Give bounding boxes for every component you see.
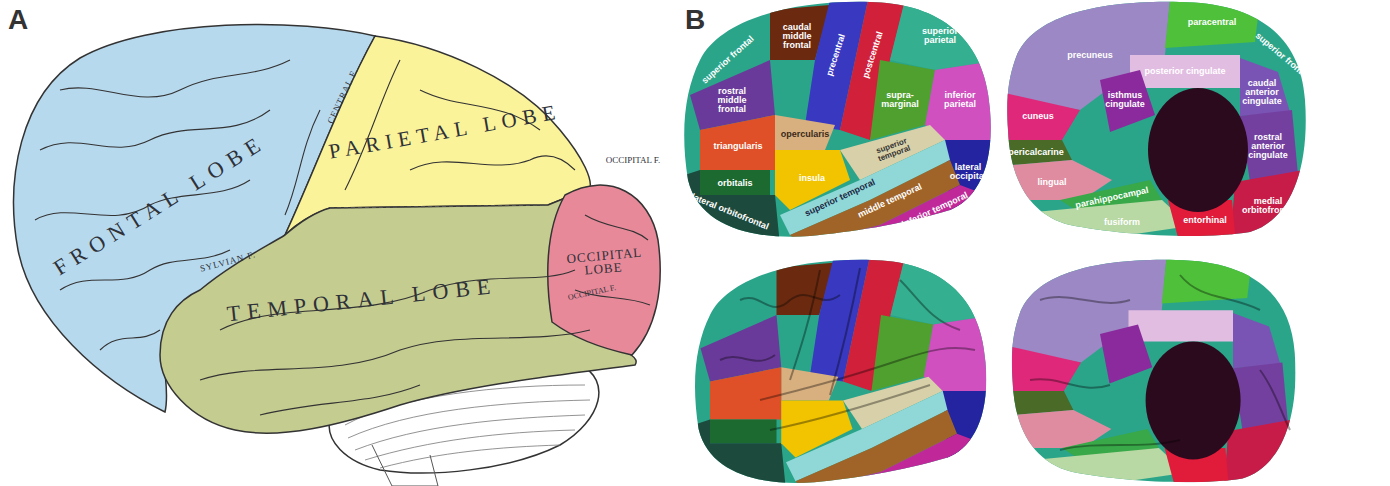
- lobe-illustration: [14, 24, 661, 486]
- fissure-name: SYLVIAN F.: [199, 250, 257, 274]
- region-name: rostral anterior cingulate: [1245, 133, 1291, 160]
- region-name: posterior cingulate: [1144, 67, 1225, 76]
- gyri-lines: [35, 60, 650, 415]
- region-name: paracentral: [1188, 18, 1237, 27]
- lobe-boundary: [330, 205, 548, 208]
- region-name: superior temporal: [869, 135, 917, 165]
- fissure-name: OCCIPITAL F.: [606, 156, 661, 165]
- region-name: fusiform: [1104, 218, 1140, 227]
- region-name: triangularis: [713, 142, 762, 151]
- brainstem: [372, 445, 438, 486]
- lobe-name: OCCIPITAL LOBE: [566, 246, 640, 278]
- panel-letter: A: [8, 6, 28, 34]
- region-name: lateral occipital: [948, 163, 988, 181]
- region-name: isthmus cingulate: [1105, 91, 1145, 109]
- region-name: parahippocampal: [1075, 186, 1150, 210]
- occipital-lobe: [548, 185, 660, 355]
- lobe-name: TEMPORAL LOBE: [226, 275, 498, 325]
- pial-lateral-surface: [682, 258, 1005, 486]
- region-name: opercularis: [781, 130, 830, 139]
- region-name: postcentral: [861, 31, 885, 80]
- pial-sulci: [720, 268, 1290, 450]
- region-name: superior frontal: [1254, 31, 1311, 81]
- lobe-name: PARIETAL LOBE: [327, 101, 562, 163]
- region-name: entorhinal: [1183, 216, 1227, 225]
- region-name: pericalcarine: [1008, 148, 1064, 157]
- region-name: lingual: [1038, 178, 1067, 187]
- region-name: precentral: [825, 33, 847, 77]
- parcellation-surfaces: [670, 0, 1320, 486]
- region-name: rostral middle frontal: [711, 87, 753, 114]
- region-name: orbitalis: [717, 179, 752, 188]
- region-name: medial orbitofrontal: [1242, 197, 1294, 215]
- region-name: lateral orbitofrontal: [690, 192, 770, 231]
- panel-letter: B: [685, 6, 705, 34]
- region-name: superior parietal: [915, 27, 965, 45]
- region-name: caudal anterior cingulate: [1239, 79, 1285, 106]
- region-name: cuneus: [1022, 112, 1054, 121]
- pial-medial-surface: [1005, 258, 1309, 486]
- region-name: supra-marginal: [879, 91, 921, 109]
- region-name: inferior parietal: [939, 91, 981, 109]
- fissure-name: OCCIPITAL F.: [567, 284, 616, 302]
- fissure-name: CENTRAL F.: [326, 67, 359, 125]
- region-name: precuneus: [1067, 51, 1113, 60]
- region-name: inferior temporal: [901, 191, 970, 229]
- region-name: caudal middle frontal: [772, 23, 822, 50]
- region-name: insula: [799, 174, 825, 183]
- region-name: superior frontal: [700, 34, 755, 85]
- inflated-lateral-surface: [670, 0, 1010, 250]
- inflated-medial-surface: [1000, 0, 1320, 250]
